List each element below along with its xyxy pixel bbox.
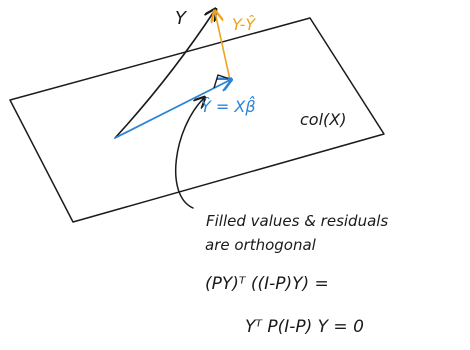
column-space-label: col(X) (300, 110, 346, 129)
projection-point (227, 77, 233, 83)
annotation-line-1: Filled values & residuals (206, 212, 388, 230)
fitted-vector (114, 80, 230, 139)
annotation-pointer-arrow (174, 98, 204, 209)
right-angle-marker (213, 74, 231, 89)
y-label: Y (175, 8, 188, 29)
equation-line-2: Yᵀ P(I-P) Y = 0 (245, 317, 364, 337)
column-space-plane (9, 17, 385, 223)
equation-line-1: (PY)ᵀ ((I-P)Y) = (205, 274, 329, 294)
y-vector (114, 10, 215, 139)
residual-vector (215, 12, 231, 81)
annotation-line-2: are orthogonal (205, 236, 317, 254)
residual-label: Y-Ŷ (232, 15, 256, 34)
fitted-label: Ŷ = Xβ̂ (201, 96, 256, 116)
